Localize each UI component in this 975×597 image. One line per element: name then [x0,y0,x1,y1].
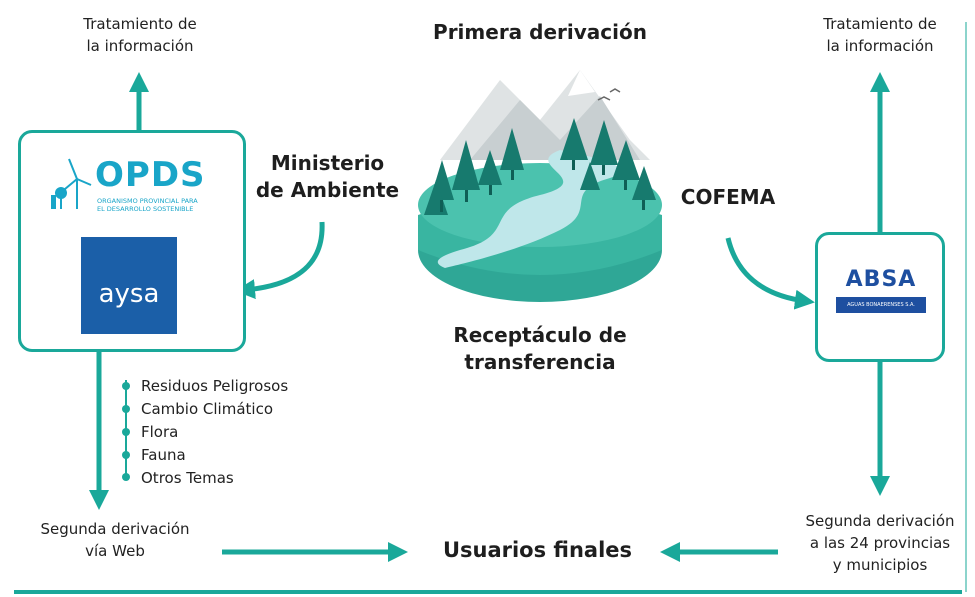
left-top-label: Tratamiento de la información [83,15,197,55]
absa-name: ABSA [845,267,917,292]
topic-item: Cambio Climático [141,400,273,418]
right-top-label: Tratamiento de la información [823,15,937,55]
opds-subtitle-2: EL DESARROLLO SOSTENIBLE [97,205,194,213]
topics-list: Residuos Peligrosos Cambio Climático Flo… [141,375,288,490]
aysa-logo: aysa [81,237,177,334]
page-title: Primera derivación [433,20,647,44]
right-org-box: ABSA AGUAS BONAERENSES S.A. [815,232,945,362]
left-bottom-label: Segunda derivación vía Web [40,520,190,560]
opds-name: OPDS [95,155,206,195]
opds-subtitle-1: ORGANISMO PROVINCIAL PARA [97,197,198,205]
topic-item: Flora [141,423,179,441]
opds-windmill-icon [51,158,92,209]
aysa-name: aysa [98,279,160,309]
absa-subtitle: AGUAS BONAERENSES S.A. [847,302,915,308]
arrow-cofema [725,237,815,310]
right-bottom-label: Segunda derivación a las 24 provincias y… [805,512,955,574]
topic-item: Fauna [141,446,186,464]
absa-logo: ABSA AGUAS BONAERENSES S.A. [836,267,926,333]
receptaculo-label: Receptáculo de transferencia [453,323,627,374]
topic-item: Otros Temas [141,469,234,487]
absa-band: AGUAS BONAERENSES S.A. [836,297,926,313]
topic-item: Residuos Peligrosos [141,377,289,395]
arrow-ministerio [235,221,325,300]
usuarios-finales-label: Usuarios finales [442,538,633,562]
landscape-illustration [418,70,662,302]
left-org-box: OPDS ORGANISMO PROVINCIAL PARA EL DESARR… [18,130,246,352]
opds-logo: OPDS ORGANISMO PROVINCIAL PARA EL DESARR… [51,151,221,221]
cofema-label: COFEMA [680,185,776,209]
ministerio-label: Ministerio de Ambiente [255,151,400,202]
